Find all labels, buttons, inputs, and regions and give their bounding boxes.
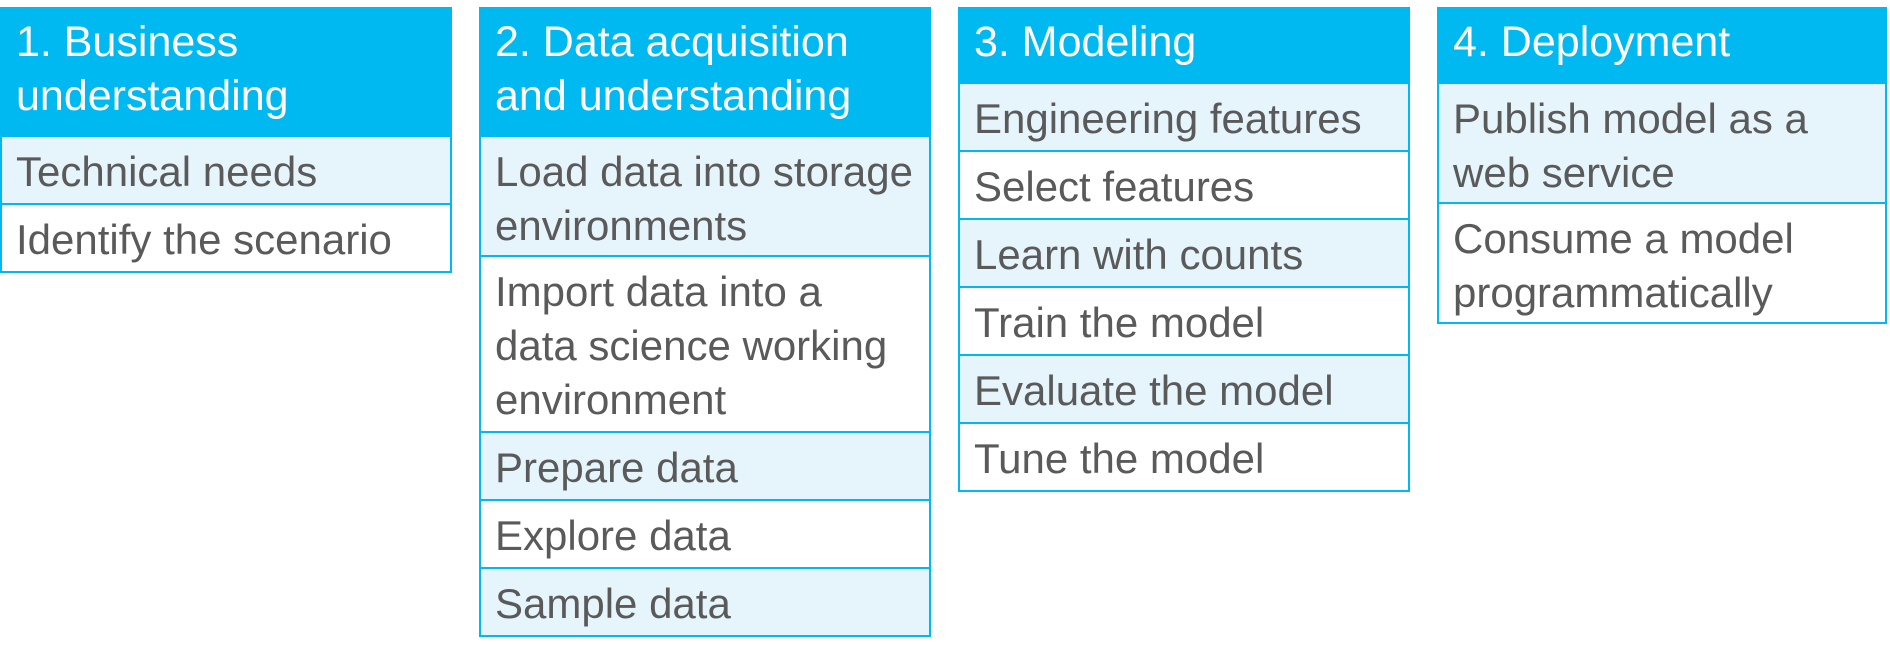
step-learn-with-counts: Learn with counts (960, 218, 1408, 286)
column-data-acquisition: 2. Data acquisition and understanding Lo… (479, 7, 931, 637)
column-business-understanding: 1. Business understanding Technical need… (0, 7, 452, 273)
step-load-data: Load data into storage environments (481, 135, 929, 255)
step-select-features: Select features (960, 150, 1408, 218)
step-technical-needs: Technical needs (2, 135, 450, 203)
column-header: 2. Data acquisition and understanding (481, 9, 929, 135)
column-deployment: 4. Deployment Publish model as a web ser… (1437, 7, 1887, 324)
column-header: 3. Modeling (960, 9, 1408, 82)
step-tune-the-model: Tune the model (960, 422, 1408, 490)
step-train-the-model: Train the model (960, 286, 1408, 354)
step-import-data: Import data into a data science working … (481, 255, 929, 431)
step-consume-model: Consume a model programmatically (1439, 202, 1885, 322)
step-engineering-features: Engineering features (960, 82, 1408, 150)
column-modeling: 3. Modeling Engineering features Select … (958, 7, 1410, 492)
column-header: 1. Business understanding (2, 9, 450, 135)
step-identify-the-scenario: Identify the scenario (2, 203, 450, 271)
step-sample-data: Sample data (481, 567, 929, 635)
step-explore-data: Explore data (481, 499, 929, 567)
step-publish-model: Publish model as a web service (1439, 82, 1885, 202)
step-evaluate-the-model: Evaluate the model (960, 354, 1408, 422)
column-header: 4. Deployment (1439, 9, 1885, 82)
step-prepare-data: Prepare data (481, 431, 929, 499)
